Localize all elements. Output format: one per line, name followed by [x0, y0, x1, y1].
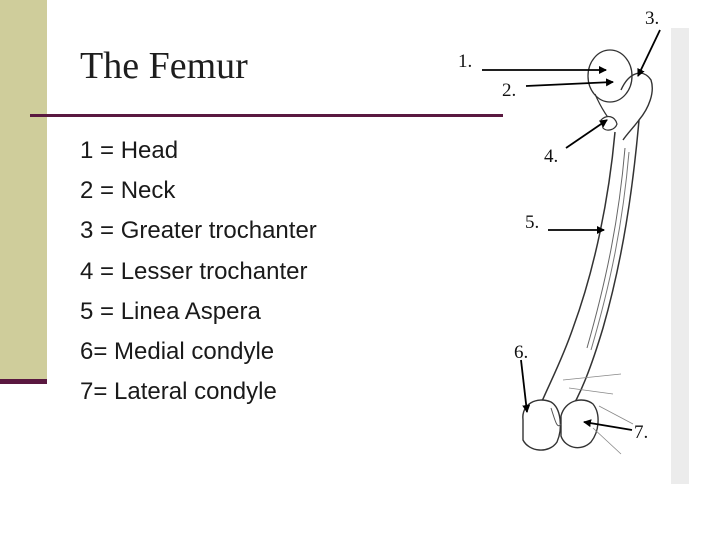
femur-bone-drawing [503, 28, 671, 484]
label-1: 1. [458, 51, 473, 72]
side-accent-tick [0, 379, 47, 384]
femur-parts-legend: 1 = Head 2 = Neck 3 = Greater trochanter… [80, 131, 317, 412]
label-3: 3. [645, 8, 660, 29]
arrow-2-neck [525, 78, 614, 87]
arrow-4-lesser-trochanter [565, 119, 608, 149]
side-accent-band [0, 0, 47, 382]
label-5: 5. [525, 212, 540, 233]
legend-item-head: 1 = Head [80, 137, 179, 164]
arrow-3-greater-trochanter [637, 29, 661, 77]
legend-item-greater-trochanter: 3 = Greater trochanter [80, 217, 317, 245]
legend-item-linea-aspera: 5 = Linea Aspera [80, 297, 261, 325]
arrow-6-medial-condyle [520, 359, 531, 413]
arrow-7-lateral-condyle [583, 419, 633, 431]
femur-illustration [503, 28, 689, 484]
legend-item-lesser-trochanter: 4 = Lesser trochanter [80, 257, 308, 285]
slide-title: The Femur [80, 45, 248, 87]
label-6: 6. [514, 342, 529, 363]
legend-item-neck: 2 = Neck [80, 177, 176, 205]
legend-item-lateral-condyle: 7= Lateral condyle [80, 378, 277, 406]
label-7: 7. [634, 422, 649, 443]
label-4: 4. [544, 146, 559, 167]
title-underline [30, 114, 510, 117]
legend-item-medial-condyle: 6= Medial condyle [80, 338, 275, 366]
label-2: 2. [502, 80, 517, 101]
